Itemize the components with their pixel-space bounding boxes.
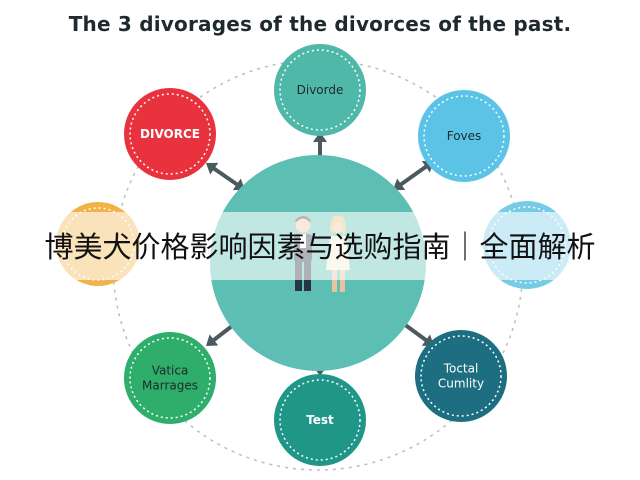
woman-leg-left <box>332 270 337 292</box>
node-label: Toctal <box>443 362 479 376</box>
node-inner-dashed-ring <box>420 335 502 417</box>
node-label: Foves <box>447 129 482 143</box>
node-inner-dashed-ring <box>129 337 211 419</box>
diagram-title: The 3 divorages of the divorces of the p… <box>68 12 572 36</box>
node-inner-dashed-ring <box>423 95 505 177</box>
double-arrow-3 <box>206 162 245 191</box>
double-arrow-2 <box>393 161 434 190</box>
node-inner-dashed-ring <box>129 93 211 175</box>
node-circle <box>418 90 510 182</box>
node-divorde: Divorde <box>274 44 366 136</box>
node-foves: Foves <box>418 90 510 182</box>
node-inner-dashed-ring <box>279 379 361 461</box>
node-label: DIVORCE <box>140 127 200 141</box>
node-circle <box>274 44 366 136</box>
caption-overlay-text: 博美犬价格影响因素与选购指南｜全面解析 <box>44 230 596 264</box>
node-label: Cumlity <box>438 377 484 391</box>
caption-overlay-band <box>0 212 640 280</box>
node-test: Test <box>274 374 366 466</box>
node-circle <box>415 330 507 422</box>
node-circle <box>274 374 366 466</box>
node-circle <box>124 332 216 424</box>
woman-leg-right <box>340 270 345 292</box>
node-label: Test <box>306 413 334 427</box>
node-divorce: DIVORCE <box>124 88 216 180</box>
node-inner-dashed-ring <box>279 49 361 131</box>
node-label: Divorde <box>297 83 344 97</box>
node-label: Marrages <box>142 379 198 393</box>
node-circle <box>124 88 216 180</box>
node-label: Vatica <box>152 364 189 378</box>
